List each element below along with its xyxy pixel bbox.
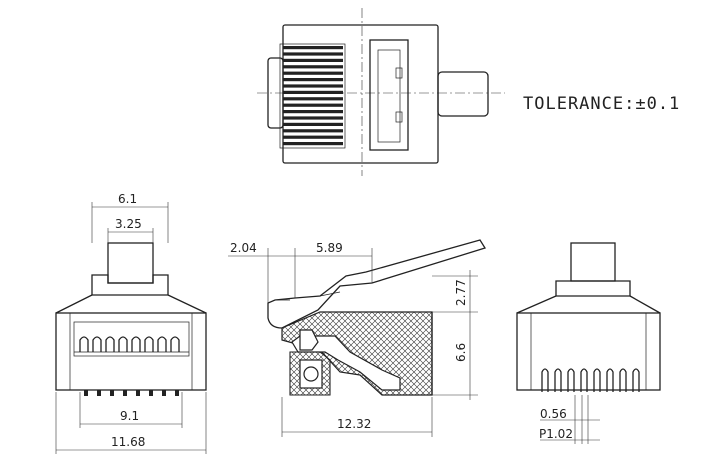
rear-pin	[567, 368, 575, 392]
blade	[283, 46, 343, 50]
contact-blades	[283, 46, 343, 146]
blade	[283, 116, 343, 120]
rear-contact-pins	[541, 368, 640, 392]
dim-rear-pin-width: 0.56	[540, 407, 567, 421]
contact-slot	[131, 336, 141, 352]
front-contact-legs	[84, 390, 179, 396]
contact-leg	[136, 390, 140, 396]
contact-leg	[123, 390, 127, 396]
blade	[283, 97, 343, 101]
blade	[283, 110, 343, 114]
dim-side-latch-length: 5.89	[316, 241, 343, 255]
front-contact-slots	[74, 336, 189, 353]
top-view: TOLERANCE:±0.1	[257, 8, 680, 176]
contact-leg	[97, 390, 101, 396]
contact-slot	[92, 336, 102, 352]
contact-leg	[84, 390, 88, 396]
contact-slot	[105, 336, 115, 352]
contact-leg	[162, 390, 166, 396]
blade	[283, 65, 343, 69]
blade	[283, 135, 343, 139]
blade	[283, 122, 343, 126]
rear-pin	[619, 368, 627, 392]
rear-pin	[541, 368, 549, 392]
dim-side-left-offset: 2.04	[230, 241, 257, 255]
rear-pin	[580, 368, 588, 392]
rear-pin	[593, 368, 601, 392]
rear-pin	[632, 368, 640, 392]
dim-front-tab-width: 3.25	[115, 217, 142, 231]
contact-leg	[175, 390, 179, 396]
dim-rear-pitch: P1.02	[539, 427, 573, 441]
tolerance-note: TOLERANCE:±0.1	[523, 94, 680, 114]
blade	[283, 103, 343, 107]
contact-leg	[110, 390, 114, 396]
blade	[283, 52, 343, 56]
front-view: 6.1 3.25 9.1 11.68	[55, 192, 207, 454]
contact-slot	[157, 336, 167, 352]
dim-side-latch-height: 2.77	[454, 279, 468, 306]
contact-slot	[118, 336, 128, 352]
rear-pin	[606, 368, 614, 392]
blade	[283, 71, 343, 75]
blade	[283, 84, 343, 88]
dim-side-total-length: 12.32	[337, 417, 371, 431]
contact-leg	[149, 390, 153, 396]
dim-side-body-height: 6.6	[454, 343, 468, 362]
blade	[283, 142, 343, 146]
dim-front-top-width: 6.1	[118, 192, 137, 206]
blade	[283, 90, 343, 94]
contact-slot	[170, 336, 180, 352]
rear-view: 0.56 P1.02	[516, 242, 661, 444]
blade	[283, 78, 343, 82]
dim-front-contact-span: 9.1	[120, 409, 139, 423]
contact-slot	[79, 336, 89, 352]
contact-slot	[144, 336, 154, 352]
side-view: 2.04 5.89 2.77 6.6 12.32	[228, 239, 486, 437]
blade	[283, 58, 343, 62]
dim-front-total-width: 11.68	[111, 435, 145, 449]
rear-pin	[554, 368, 562, 392]
blade	[283, 129, 343, 133]
